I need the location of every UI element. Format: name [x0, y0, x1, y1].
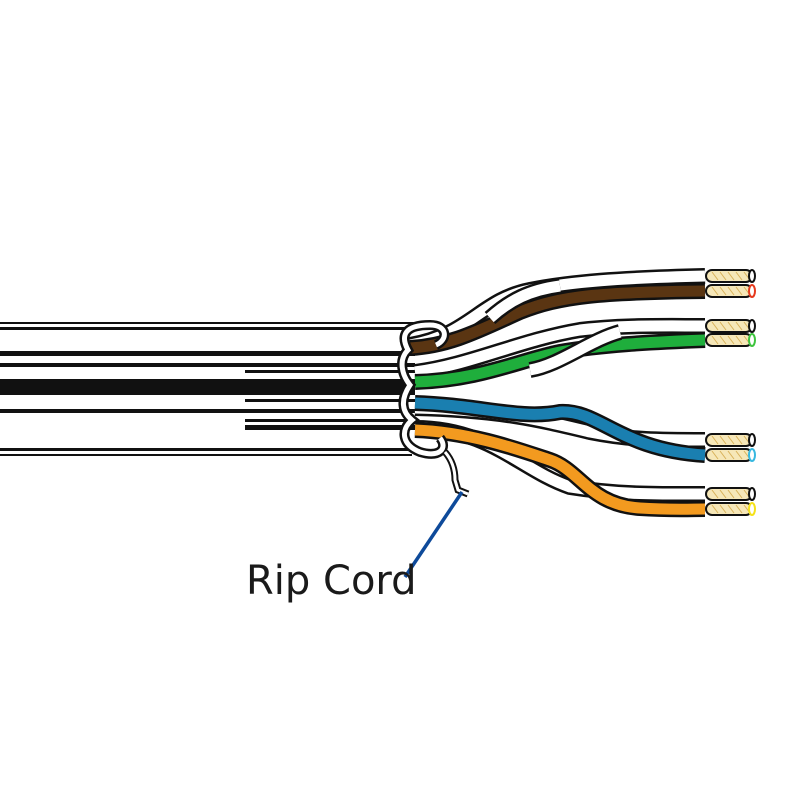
conductor-tip	[705, 319, 756, 333]
conductor-tip	[705, 269, 756, 283]
conductor-tip	[705, 502, 756, 516]
wire-pair-green	[413, 317, 706, 390]
wire-pair-blue	[414, 395, 706, 463]
conductor-tip	[705, 448, 756, 462]
conductor-tip	[705, 487, 756, 501]
rip-cord	[442, 449, 470, 498]
wire-pair-brown	[408, 268, 706, 356]
cable-jacket	[0, 322, 425, 456]
conductor-tip	[705, 284, 756, 298]
rip-cord-label: Rip Cord	[246, 558, 417, 604]
conductor-tip	[705, 433, 756, 447]
rip-cord-leader-line	[403, 491, 464, 578]
conductor-tips	[705, 269, 756, 516]
conductor-tip	[705, 333, 756, 347]
wire-pair-orange	[414, 420, 706, 518]
